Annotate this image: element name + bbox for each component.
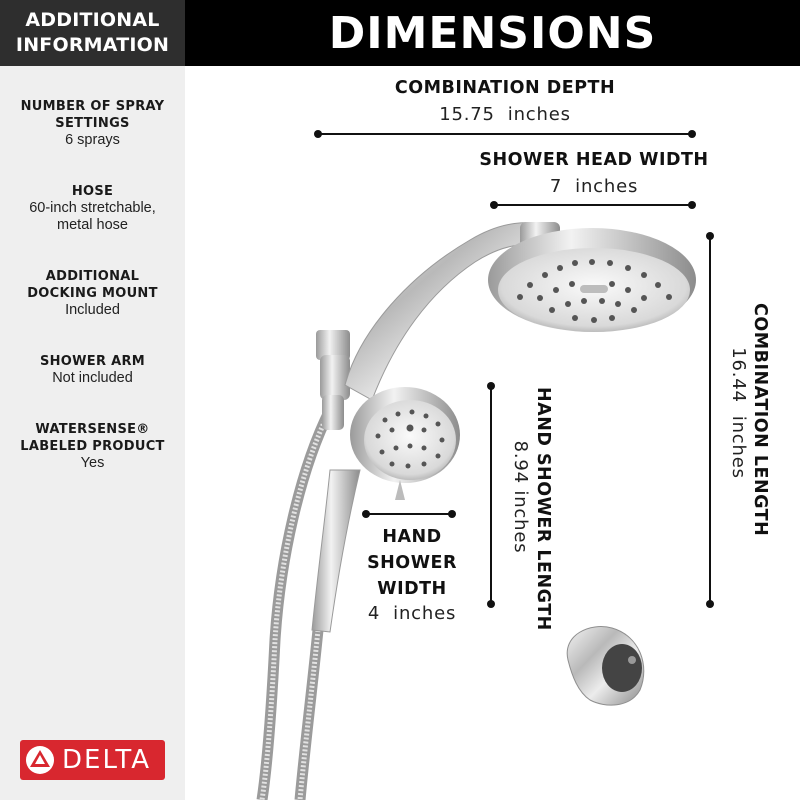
spec-label: NUMBER OF SPRAY (20, 99, 165, 114)
delta-logo: DELTA (20, 740, 165, 780)
hand-shower-nozzles (375, 409, 445, 469)
spec-docking-mount: ADDITIONAL DOCKING MOUNT Included (0, 268, 185, 319)
docking-mount (566, 626, 645, 706)
spec-value: metal hose (57, 217, 128, 233)
combination-length-label: COMBINATION LENGTH (750, 303, 770, 537)
dim-combination-depth-line (314, 130, 696, 138)
sidebar-header-line1: ADDITIONAL (25, 9, 160, 31)
spec-value: 6 sprays (65, 132, 120, 148)
dim-shower-head-width-line (490, 201, 696, 209)
shower-head-width-label: SHOWER HEAD WIDTH (479, 150, 709, 170)
brand-name: DELTA (62, 745, 152, 775)
spec-label: SETTINGS (55, 116, 130, 131)
info-sidebar (0, 0, 185, 800)
dim-hand-shower-length-line (487, 382, 495, 608)
spec-label: DOCKING MOUNT (27, 286, 158, 301)
hand-shower-length-value: 8.94 inches (510, 440, 531, 554)
spec-label: ADDITIONAL (45, 269, 140, 284)
spec-value: 60-inch stretchable, (29, 200, 156, 216)
combination-length-value: 16.44 inches (728, 347, 749, 479)
spec-watersense: WATERSENSE® LABELED PRODUCT Yes (0, 421, 185, 472)
spec-label: WATERSENSE® (35, 422, 150, 437)
dim-combination-length-line (706, 232, 714, 608)
hand-shower-width-value: 4 inches (367, 603, 457, 624)
spec-value: Included (65, 302, 120, 318)
shower-arm-connector (316, 330, 350, 360)
hand-shower-width-label: HAND SHOWER WIDTH (362, 524, 462, 602)
hand-shower-width-label-line: SHOWER (367, 553, 457, 573)
rain-nozzles (517, 259, 672, 323)
sidebar-header: ADDITIONAL INFORMATION (0, 0, 185, 66)
spec-shower-arm: SHOWER ARM Not included (0, 353, 185, 387)
spec-label: HOSE (71, 184, 114, 199)
combination-depth-label: COMBINATION DEPTH (394, 78, 616, 98)
combination-depth-value: 15.75 inches (439, 104, 571, 125)
spec-spray-settings: NUMBER OF SPRAY SETTINGS 6 sprays (0, 98, 185, 149)
delta-triangle-logo-icon (20, 740, 60, 780)
spec-label: LABELED PRODUCT (20, 439, 165, 454)
spec-value: Not included (52, 370, 133, 386)
spec-label: SHOWER ARM (39, 354, 146, 369)
shower-head-width-value: 7 inches (549, 176, 639, 197)
hand-shower-width-label-line: HAND (382, 527, 442, 547)
sidebar-header-line2: INFORMATION (15, 34, 170, 56)
spec-hose: HOSE 60-inch stretchable, metal hose (0, 183, 185, 234)
hand-shower-width-label-line: WIDTH (377, 579, 447, 599)
hand-shower-length-label: HAND SHOWER LENGTH (533, 387, 553, 631)
page-title: DIMENSIONS (185, 0, 800, 66)
hand-shower-handle (311, 469, 361, 633)
spec-value: Yes (80, 455, 105, 471)
dim-hand-shower-width-line (362, 510, 456, 518)
